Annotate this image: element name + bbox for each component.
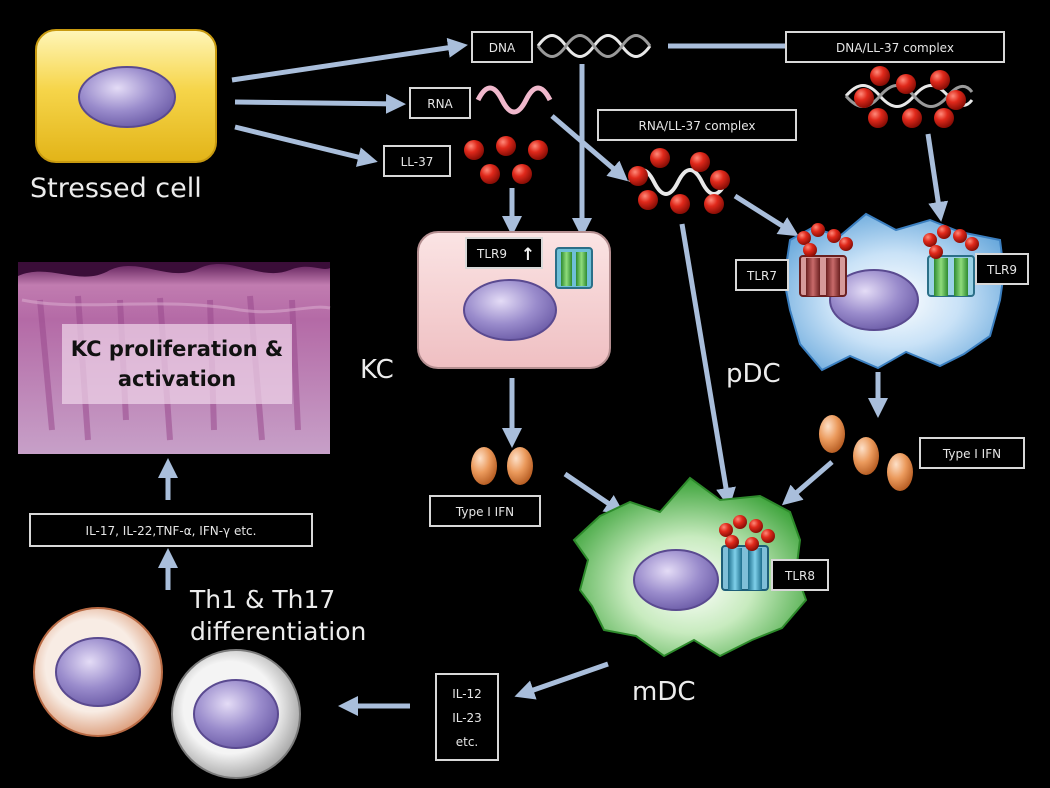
tlr8-label: TLR8 — [784, 569, 815, 583]
arrows — [158, 36, 949, 716]
arrow-dna-complex-to-pdc — [925, 133, 949, 222]
ll37-label-box — [383, 145, 451, 177]
cytokines-box — [29, 513, 313, 547]
stressed-cell — [35, 29, 217, 163]
kc-nucleus — [463, 279, 557, 341]
dna-label: DNA — [489, 41, 516, 55]
arrow-rna-complex-to-pdc — [733, 193, 799, 237]
cytokines-label: IL-17, IL-22,TNF-α, IFN-γ etc. — [86, 524, 257, 538]
dna-strand — [536, 34, 652, 58]
th-cell-orange — [33, 607, 163, 737]
th-differentiation-line2: differentiation — [190, 617, 366, 646]
dna-ll37-complex — [844, 66, 974, 128]
arrow-ifn-to-mdc-right — [781, 460, 834, 506]
skin-histology-image — [18, 262, 331, 454]
arrow-mdc-to-il — [514, 661, 609, 700]
arrow-rna-to-complex — [550, 114, 629, 182]
arrow-cell-to-ll37 — [234, 124, 378, 167]
tlr8-label-box — [771, 559, 829, 591]
upregulation-arrow-icon: ↑ — [521, 245, 535, 265]
kc-proliferation-line2: activation — [118, 367, 236, 391]
type-i-ifn-right-box — [919, 437, 1025, 469]
pdc-label: pDC — [726, 359, 781, 389]
kc-tlr9-receptor — [555, 247, 593, 289]
ll37-label: LL-37 — [401, 155, 434, 169]
ll37-peptides — [464, 136, 548, 184]
dna-label-box — [471, 31, 533, 63]
type-i-ifn-right-label: Type I IFN — [942, 447, 1001, 461]
il12-label: IL-12 — [452, 687, 482, 701]
mdc-label: mDC — [632, 677, 696, 707]
dna-ll37-complex-box — [785, 31, 1005, 63]
th-differentiation-line1: Th1 & Th17 — [189, 585, 335, 614]
pdc-tlr9-label: TLR9 — [986, 263, 1017, 277]
dna-ll37-complex-label: DNA/LL-37 complex — [836, 41, 954, 55]
tlr7-label: TLR7 — [746, 269, 777, 283]
mdc-nucleus — [633, 549, 719, 611]
type-i-ifn-left-box — [429, 495, 541, 527]
il-cytokines-box — [435, 673, 499, 761]
rna-ll37-complex-label: RNA/LL-37 complex — [639, 119, 756, 133]
pdc-tlr9-label-box — [975, 253, 1029, 285]
il-etc-label: etc. — [456, 735, 479, 749]
rna-ll37-complex — [628, 148, 730, 214]
arrow-cell-to-dna — [231, 37, 468, 83]
pdc-nucleus — [829, 269, 919, 331]
rna-strand — [475, 85, 553, 115]
th-cell-gray — [171, 649, 301, 779]
kc-proliferation-line1: KC proliferation & — [71, 337, 283, 361]
arrow-rna-complex-to-mdc — [679, 223, 736, 508]
il23-label: IL-23 — [452, 711, 482, 725]
stressed-cell-nucleus — [78, 66, 176, 128]
type-i-ifn-left-label: Type I IFN — [455, 505, 514, 519]
mdc-cell — [572, 476, 808, 658]
kc-tlr9-box — [465, 237, 543, 269]
arrow-ifn-to-mdc-left — [563, 471, 625, 515]
arrow-cell-to-rna — [234, 93, 406, 114]
kc-label: KC — [360, 355, 394, 385]
pdc-cell — [782, 212, 1006, 372]
pdc-tlr9-receptor — [923, 225, 979, 297]
tlr7-receptor — [797, 223, 853, 297]
rna-ll37-complex-box — [597, 109, 797, 141]
rna-label: RNA — [427, 97, 453, 111]
rna-label-box — [409, 87, 471, 119]
stressed-cell-label: Stressed cell — [30, 173, 202, 204]
kc-cell: TLR9 ↑ — [417, 231, 611, 369]
kc-tlr9-label: TLR9 — [476, 247, 507, 261]
ifn-granules-right — [819, 415, 913, 491]
kc-proliferation-panel — [62, 324, 292, 404]
ifn-granules-left — [471, 447, 533, 485]
tlr8-receptor — [719, 515, 775, 591]
tlr7-label-box — [735, 259, 789, 291]
